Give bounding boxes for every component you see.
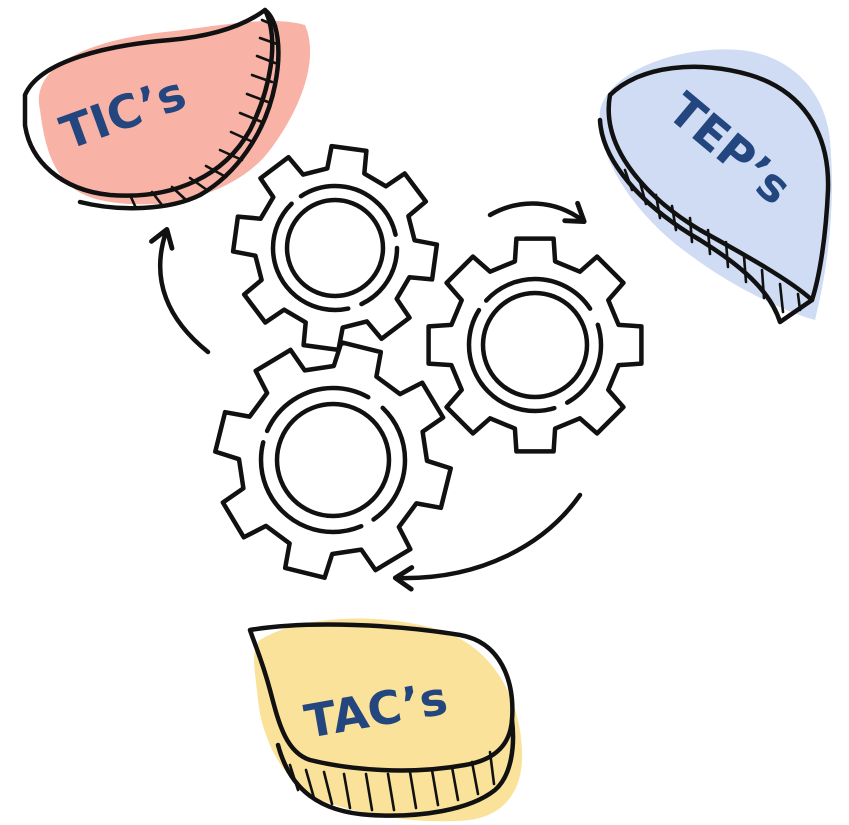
arrow-to-tac [398,495,580,578]
gear-bottom-outer-ring [261,388,405,532]
gear-right-hub [483,293,587,397]
arrow-to-tic [160,232,208,352]
gears-cluster [215,146,641,578]
gear-top-icon [233,146,437,350]
tep-node: TEP’s [600,49,832,322]
tac-node: TAC’s [250,619,522,822]
gear-top-outer-ring [273,186,397,310]
gear-bottom-icon [215,342,450,577]
tic-node: TIC’s [25,10,310,208]
gear-bottom-hub [277,404,389,516]
gear-top-hub [287,200,383,296]
tep-color-splash [600,49,832,320]
gear-right-outer-ring [469,279,601,411]
gear-right-icon [429,239,642,452]
arrow-to-tep [490,204,582,220]
